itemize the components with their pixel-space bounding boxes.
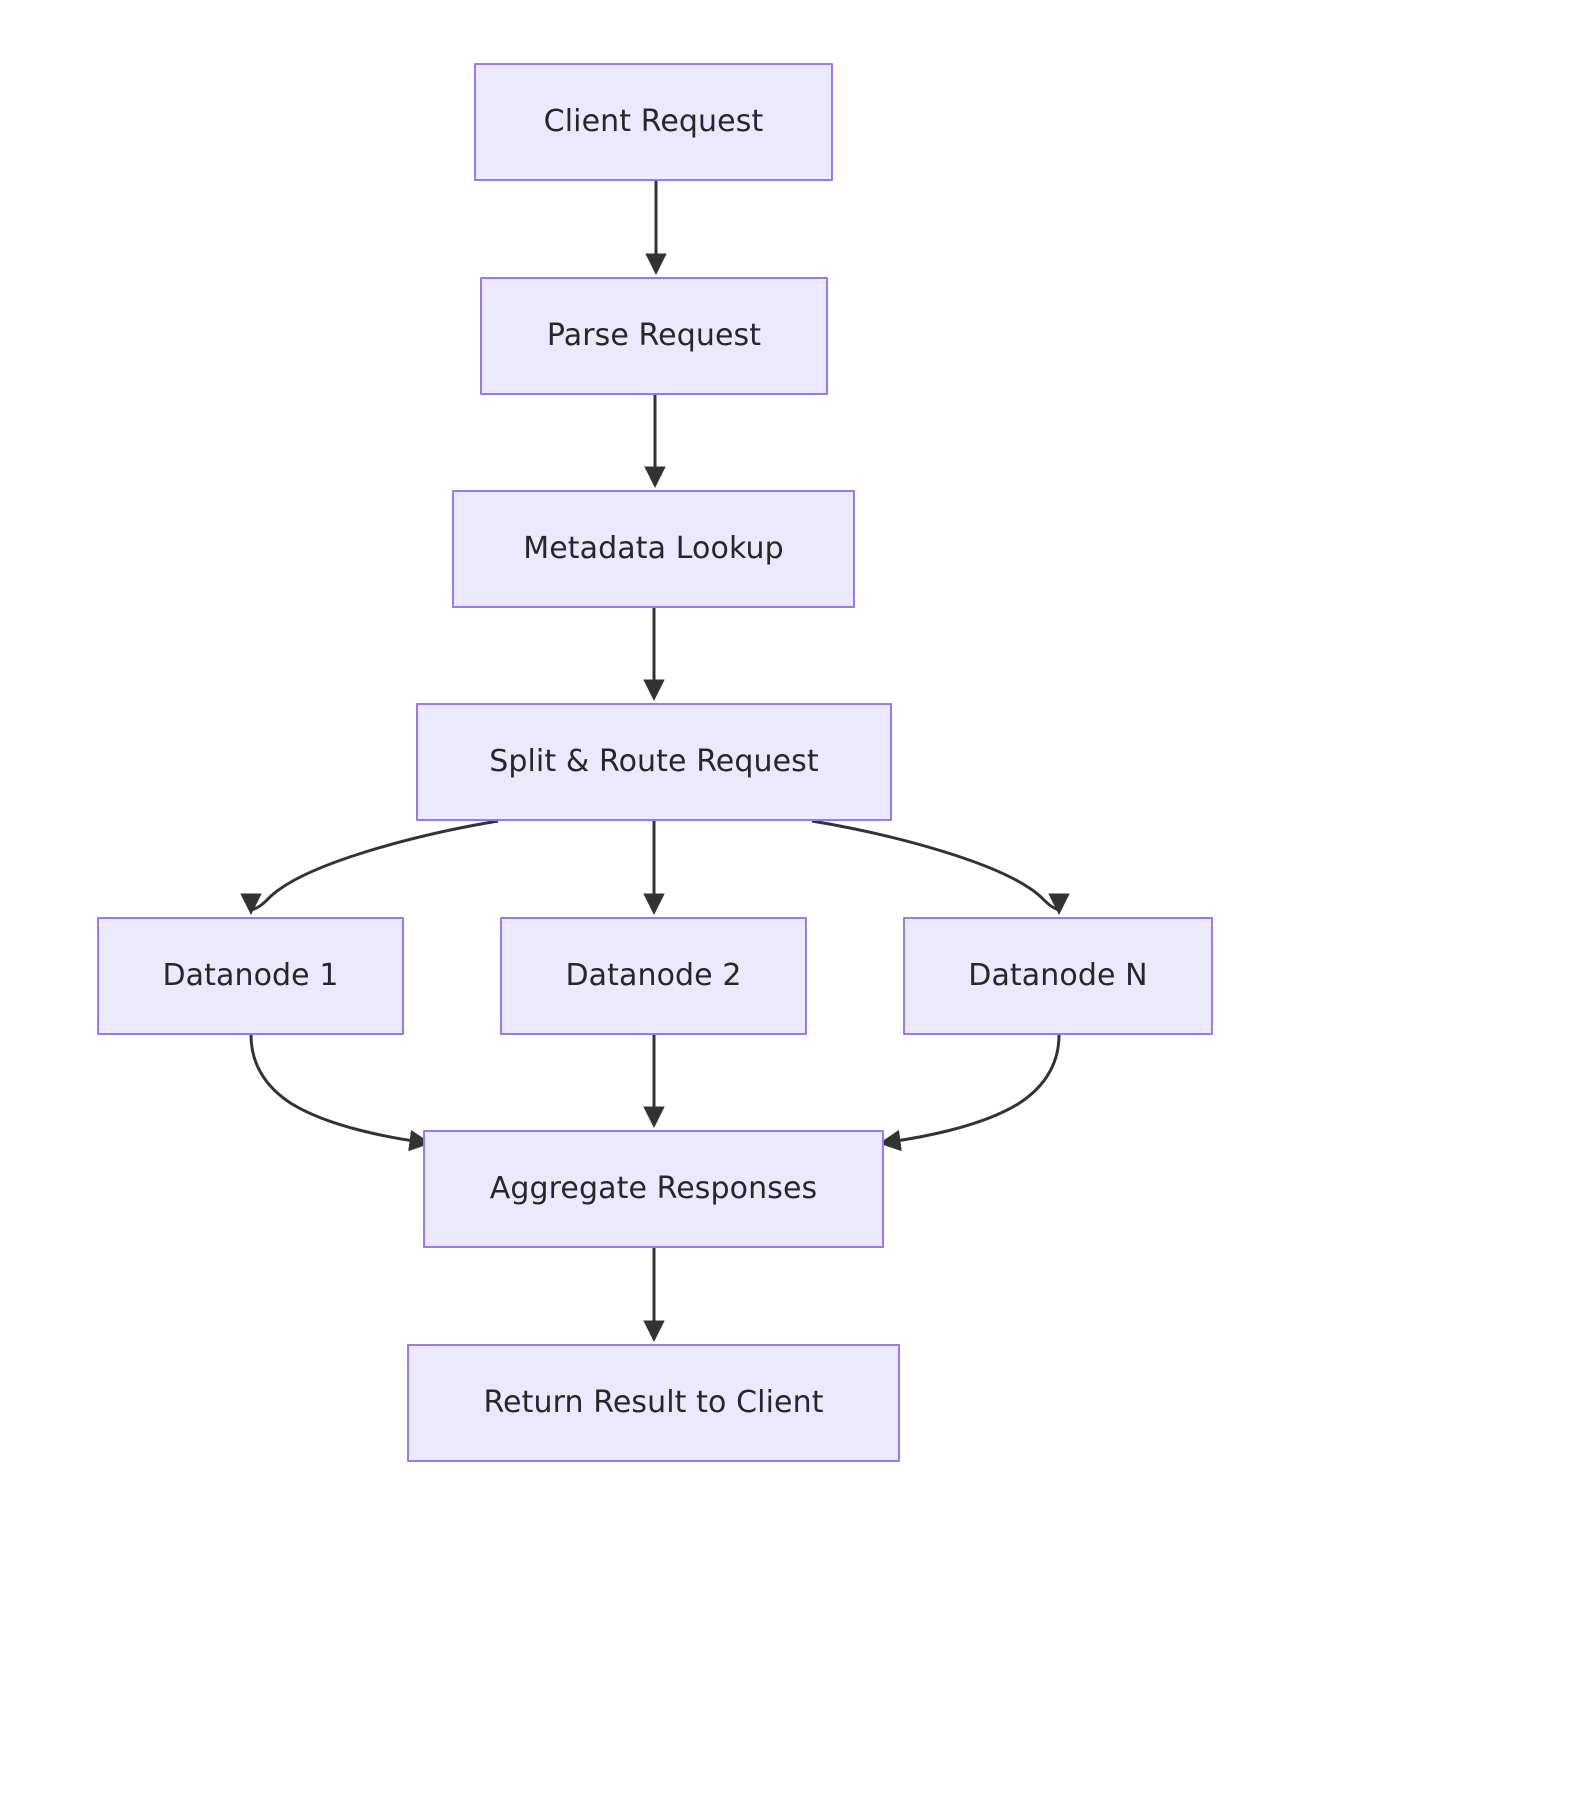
node-datanode-2[interactable]: Datanode 2 — [500, 917, 807, 1035]
edge-datanode-1-to-aggregate — [249, 1034, 431, 1152]
node-split-route-request[interactable]: Split & Route Request — [416, 703, 892, 821]
node-aggregate-responses-label: Aggregate Responses — [489, 1171, 818, 1206]
node-client-request[interactable]: Client Request — [474, 63, 833, 181]
edge-split-route-to-datanode-n — [811, 819, 1070, 916]
node-return-result-to-client-label: Return Result to Client — [483, 1385, 824, 1420]
node-return-result-to-client[interactable]: Return Result to Client — [407, 1344, 900, 1462]
node-metadata-lookup[interactable]: Metadata Lookup — [452, 490, 855, 608]
node-datanode-2-label: Datanode 2 — [565, 958, 742, 993]
edge-datanode-n-to-aggregate — [879, 1034, 1061, 1152]
node-datanode-n-label: Datanode N — [968, 958, 1148, 993]
node-aggregate-responses[interactable]: Aggregate Responses — [423, 1130, 884, 1248]
node-datanode-1[interactable]: Datanode 1 — [97, 917, 404, 1035]
node-split-route-request-label: Split & Route Request — [489, 744, 819, 779]
node-client-request-label: Client Request — [543, 104, 764, 139]
edge-split-route-to-datanode-1 — [240, 819, 499, 916]
node-parse-request-label: Parse Request — [546, 318, 762, 353]
node-datanode-1-label: Datanode 1 — [162, 958, 339, 993]
node-parse-request[interactable]: Parse Request — [480, 277, 828, 395]
node-metadata-lookup-label: Metadata Lookup — [523, 531, 784, 566]
node-datanode-n[interactable]: Datanode N — [903, 917, 1213, 1035]
